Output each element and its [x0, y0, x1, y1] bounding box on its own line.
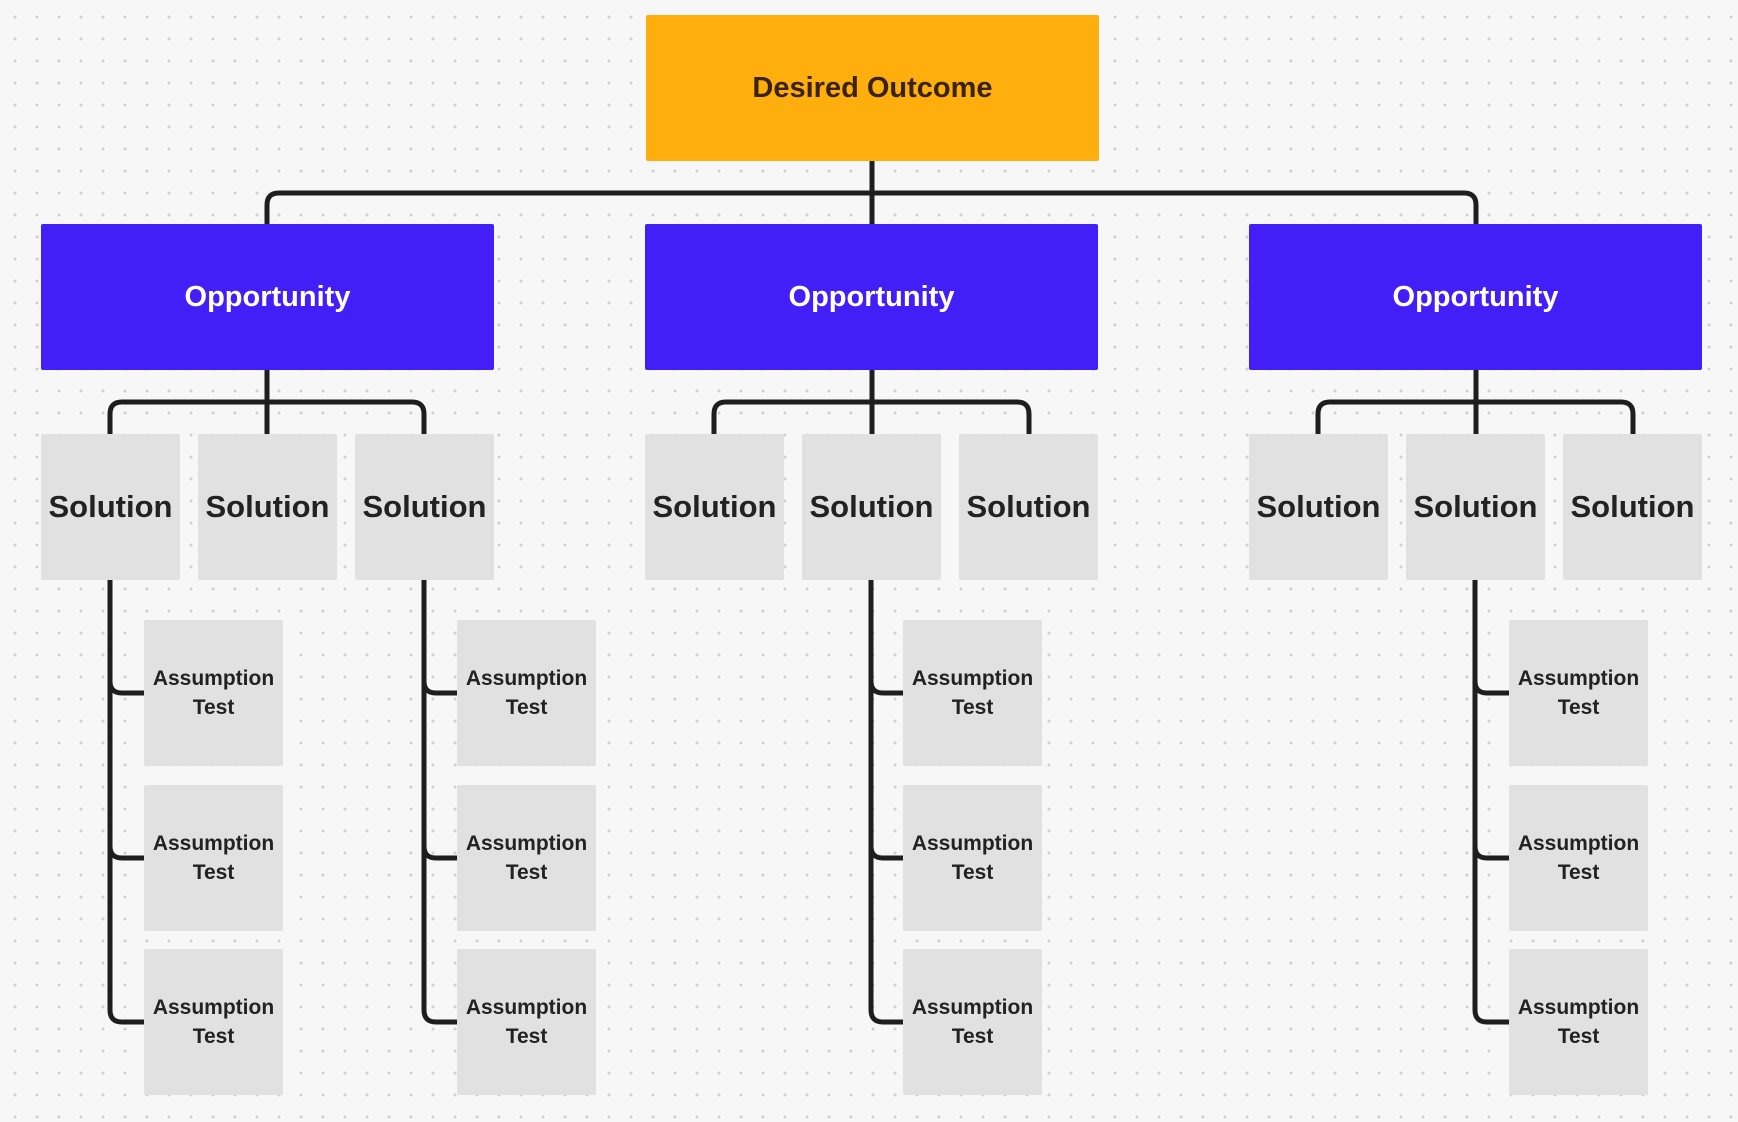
assumption-test-label-line2: Test: [192, 1025, 235, 1048]
opportunity-label: Opportunity: [184, 280, 351, 313]
assumption-test-label-line2: Test: [951, 696, 994, 719]
solution-label: Solution: [652, 489, 777, 524]
assumption-test-label-line2: Test: [505, 696, 548, 719]
assumption-test-label-line2: Test: [951, 1025, 994, 1048]
solution-2-2-branch-2: [868, 843, 906, 861]
solution-label: Solution: [809, 489, 934, 524]
solution-node-2-1[interactable]: Solution: [645, 434, 784, 580]
opportunity-node-2[interactable]: Opportunity: [645, 224, 1098, 370]
solution-node-1-2[interactable]: Solution: [198, 434, 337, 580]
desired-outcome-node[interactable]: Desired Outcome: [646, 15, 1099, 161]
solution-label: Solution: [205, 489, 330, 524]
solution-1-3-spine: [421, 577, 460, 1025]
assumption-test-label-line1: Assumption: [1517, 996, 1640, 1019]
solution-2-2-spine: [868, 577, 906, 1025]
assumption-test-label-line1: Assumption: [152, 667, 275, 690]
assumption-test-label-line1: Assumption: [911, 996, 1034, 1019]
assumption-test-label-line1: Assumption: [911, 832, 1034, 855]
solution-3-2-spine: [1472, 577, 1512, 1025]
assumption-test-label-line1: Assumption: [465, 667, 588, 690]
solution-label: Solution: [1256, 489, 1381, 524]
opportunity-node-1[interactable]: Opportunity: [41, 224, 494, 370]
opportunity-label: Opportunity: [1392, 280, 1559, 313]
solution-label: Solution: [1570, 489, 1695, 524]
solution-1-1-branch-2: [107, 843, 147, 861]
assumption-test-label-line1: Assumption: [1517, 832, 1640, 855]
solution-1-3-branch-1: [421, 678, 460, 696]
opportunity-node-3[interactable]: Opportunity: [1249, 224, 1702, 370]
solution-node-2-3[interactable]: Solution: [959, 434, 1098, 580]
assumption-test-label-line1: Assumption: [152, 996, 275, 1019]
opportunity-1-connector-bar: [107, 399, 427, 437]
assumption-test-label-line1: Assumption: [465, 996, 588, 1019]
assumption-test-label-line1: Assumption: [1517, 667, 1640, 690]
solution-node-2-2[interactable]: Solution: [802, 434, 941, 580]
solution-label: Solution: [48, 489, 173, 524]
solution-1-3-branch-2: [421, 843, 460, 861]
assumption-test-label-line2: Test: [951, 861, 994, 884]
solution-2-2-branch-1: [868, 678, 906, 696]
solution-3-2-branch-2: [1472, 843, 1512, 861]
solution-3-2-branch-1: [1472, 678, 1512, 696]
solution-node-3-3[interactable]: Solution: [1563, 434, 1702, 580]
desired-outcome-label: Desired Outcome: [752, 71, 993, 104]
assumption-test-label-line2: Test: [192, 696, 235, 719]
assumption-test-label-line2: Test: [1557, 861, 1600, 884]
opportunity-3-connector-bar: [1315, 399, 1636, 437]
solution-1-1-branch-1: [107, 678, 147, 696]
assumption-test-label-line2: Test: [1557, 1025, 1600, 1048]
assumption-test-label-line2: Test: [505, 861, 548, 884]
solution-node-1-1[interactable]: Solution: [41, 434, 180, 580]
solution-label: Solution: [966, 489, 1091, 524]
solution-node-3-2[interactable]: Solution: [1406, 434, 1545, 580]
assumption-test-label-line2: Test: [505, 1025, 548, 1048]
assumption-test-label-line2: Test: [192, 861, 235, 884]
solution-node-3-1[interactable]: Solution: [1249, 434, 1388, 580]
assumption-test-label-line1: Assumption: [911, 667, 1034, 690]
outcome-connector-bar: [264, 190, 1479, 227]
assumption-test-label-line1: Assumption: [152, 832, 275, 855]
solution-label: Solution: [1413, 489, 1538, 524]
assumption-test-label-line2: Test: [1557, 696, 1600, 719]
solution-1-1-spine: [107, 577, 147, 1025]
opportunity-2-connector-bar: [711, 399, 1032, 437]
solution-node-1-3[interactable]: Solution: [355, 434, 494, 580]
assumption-test-label-line1: Assumption: [465, 832, 588, 855]
opportunity-label: Opportunity: [788, 280, 955, 313]
solution-label: Solution: [362, 489, 487, 524]
